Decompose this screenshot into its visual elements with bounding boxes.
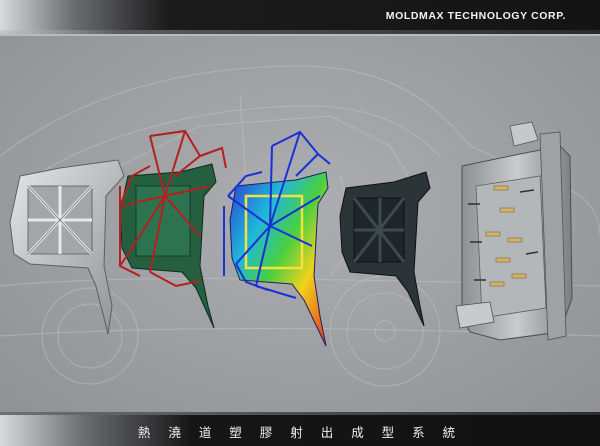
header-rule-light [0,34,600,36]
flow-analysis-heatmap [223,130,331,347]
hot-runner-illustration [0,65,600,387]
footer-bar [0,415,600,446]
company-name: MOLDMAX TECHNOLOGY CORP. [385,10,566,22]
finished-part-dark [339,171,431,327]
runner-layout-red [119,129,227,329]
mold-base [455,121,573,341]
footer-caption: 熱 澆 道 塑 膠 射 出 成 型 系 統 [137,425,463,440]
illustration-canvas [0,36,600,414]
header-rule [0,30,600,34]
footer-rule [0,412,600,415]
grey-part-model [9,159,125,335]
header-bar [0,0,600,30]
